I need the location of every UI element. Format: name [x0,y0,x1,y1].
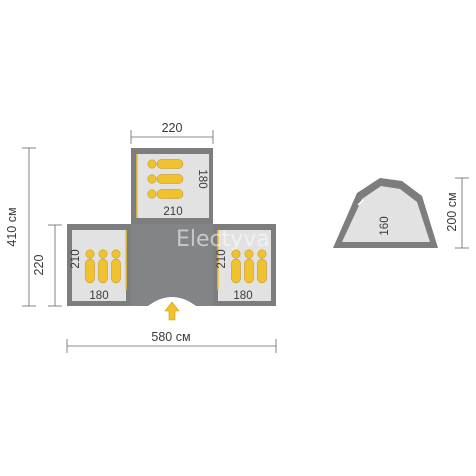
sleeper-icon [244,249,254,284]
total-width-dimension: 580 см [66,330,277,353]
sleeper-icon [257,249,267,284]
right-room-sleepers [231,249,267,284]
sleeper-icon [147,159,184,169]
sleeper-icon [147,174,184,184]
sleeper-icon [85,249,95,284]
watermark: Electyva [176,227,270,252]
left-room-sleepers [85,249,121,284]
right-room-height-label: 210 [216,249,228,268]
top-width-dimension: 220 [130,121,214,144]
left-room-height-label: 210 [70,249,82,268]
total-width-label: 580 см [151,330,190,344]
top-room-length-label: 180 [196,169,208,188]
total-height-dimension: 410 см [5,147,36,307]
entrance-doorway [148,297,196,306]
profile-height-dimension: 200 см [445,177,469,249]
central-hall [131,224,213,306]
left-room-width-label: 180 [89,290,108,302]
right-room-width-label: 180 [233,290,252,302]
sleeper-icon [98,249,108,284]
entrance-arrow-icon [164,301,180,321]
sleeper-icon [231,249,241,284]
side-height-label: 220 [32,255,46,276]
sleeper-icon [111,249,121,284]
tent-profile: 160 [333,178,438,248]
floor-plan: Electyva 210 180 2 [67,148,276,321]
profile-inner-tent [342,186,430,242]
sleeper-icon [147,189,184,199]
top-room-sleepers [147,159,184,199]
profile-inner-height-label: 160 [379,216,391,235]
top-room-width-label: 210 [163,206,182,218]
side-height-dimension: 220 [32,224,62,307]
top-width-label: 220 [162,121,183,135]
profile-height-label: 200 см [445,192,459,231]
total-height-label: 410 см [5,207,19,246]
